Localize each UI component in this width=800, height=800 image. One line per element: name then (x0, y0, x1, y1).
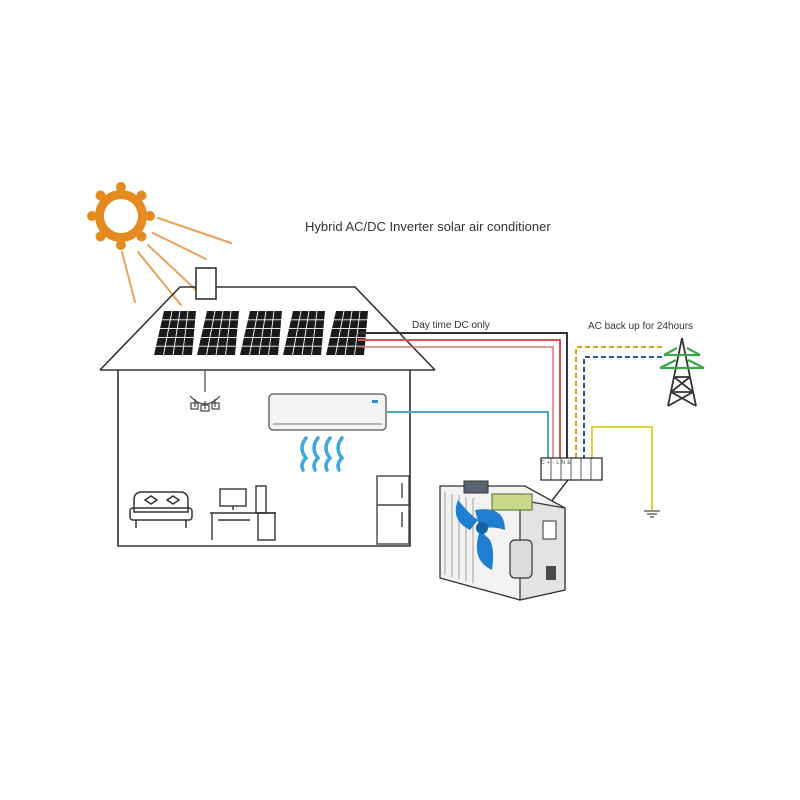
solar-panel-icon (154, 310, 196, 356)
solar-panel-array (154, 310, 368, 356)
signal-wire (387, 411, 549, 460)
outdoor-unit-icon (439, 480, 566, 601)
ac-backup-label: AC back up for 24hours (588, 321, 694, 332)
chandelier-icon (189, 371, 221, 412)
sofa-icon (129, 491, 193, 528)
terminal-labels: C + - L N E (541, 460, 572, 466)
diagram-title: Hybrid AC/DC Inverter solar air conditio… (305, 219, 551, 234)
solar-panel-icon (326, 310, 368, 356)
dc-positive-wire-2 (358, 346, 554, 460)
dc-negative-wire (358, 332, 568, 460)
sun-icon (87, 182, 155, 250)
sun-rays (121, 217, 232, 306)
solar-panel-icon (197, 310, 239, 356)
terminal-block-icon (539, 457, 603, 517)
desk-computer-icon (210, 485, 276, 541)
fan-blade-icon (455, 500, 505, 570)
ground-symbol-icon (644, 510, 660, 518)
refrigerator-icon (376, 475, 410, 545)
dc-label: Day time DC only (412, 320, 490, 331)
ac-neutral-wire (583, 356, 662, 460)
ground-wire (591, 426, 653, 510)
solar-panel-icon (283, 310, 325, 356)
ac-live-wire (575, 346, 662, 460)
airflow-icon (300, 436, 345, 472)
house-outline (99, 267, 436, 547)
dc-positive-wire (358, 339, 561, 460)
solar-panel-icon (240, 310, 282, 356)
wiring (358, 332, 662, 510)
electric-pylon-icon (659, 337, 705, 407)
indoor-ac-unit-icon (268, 393, 387, 472)
